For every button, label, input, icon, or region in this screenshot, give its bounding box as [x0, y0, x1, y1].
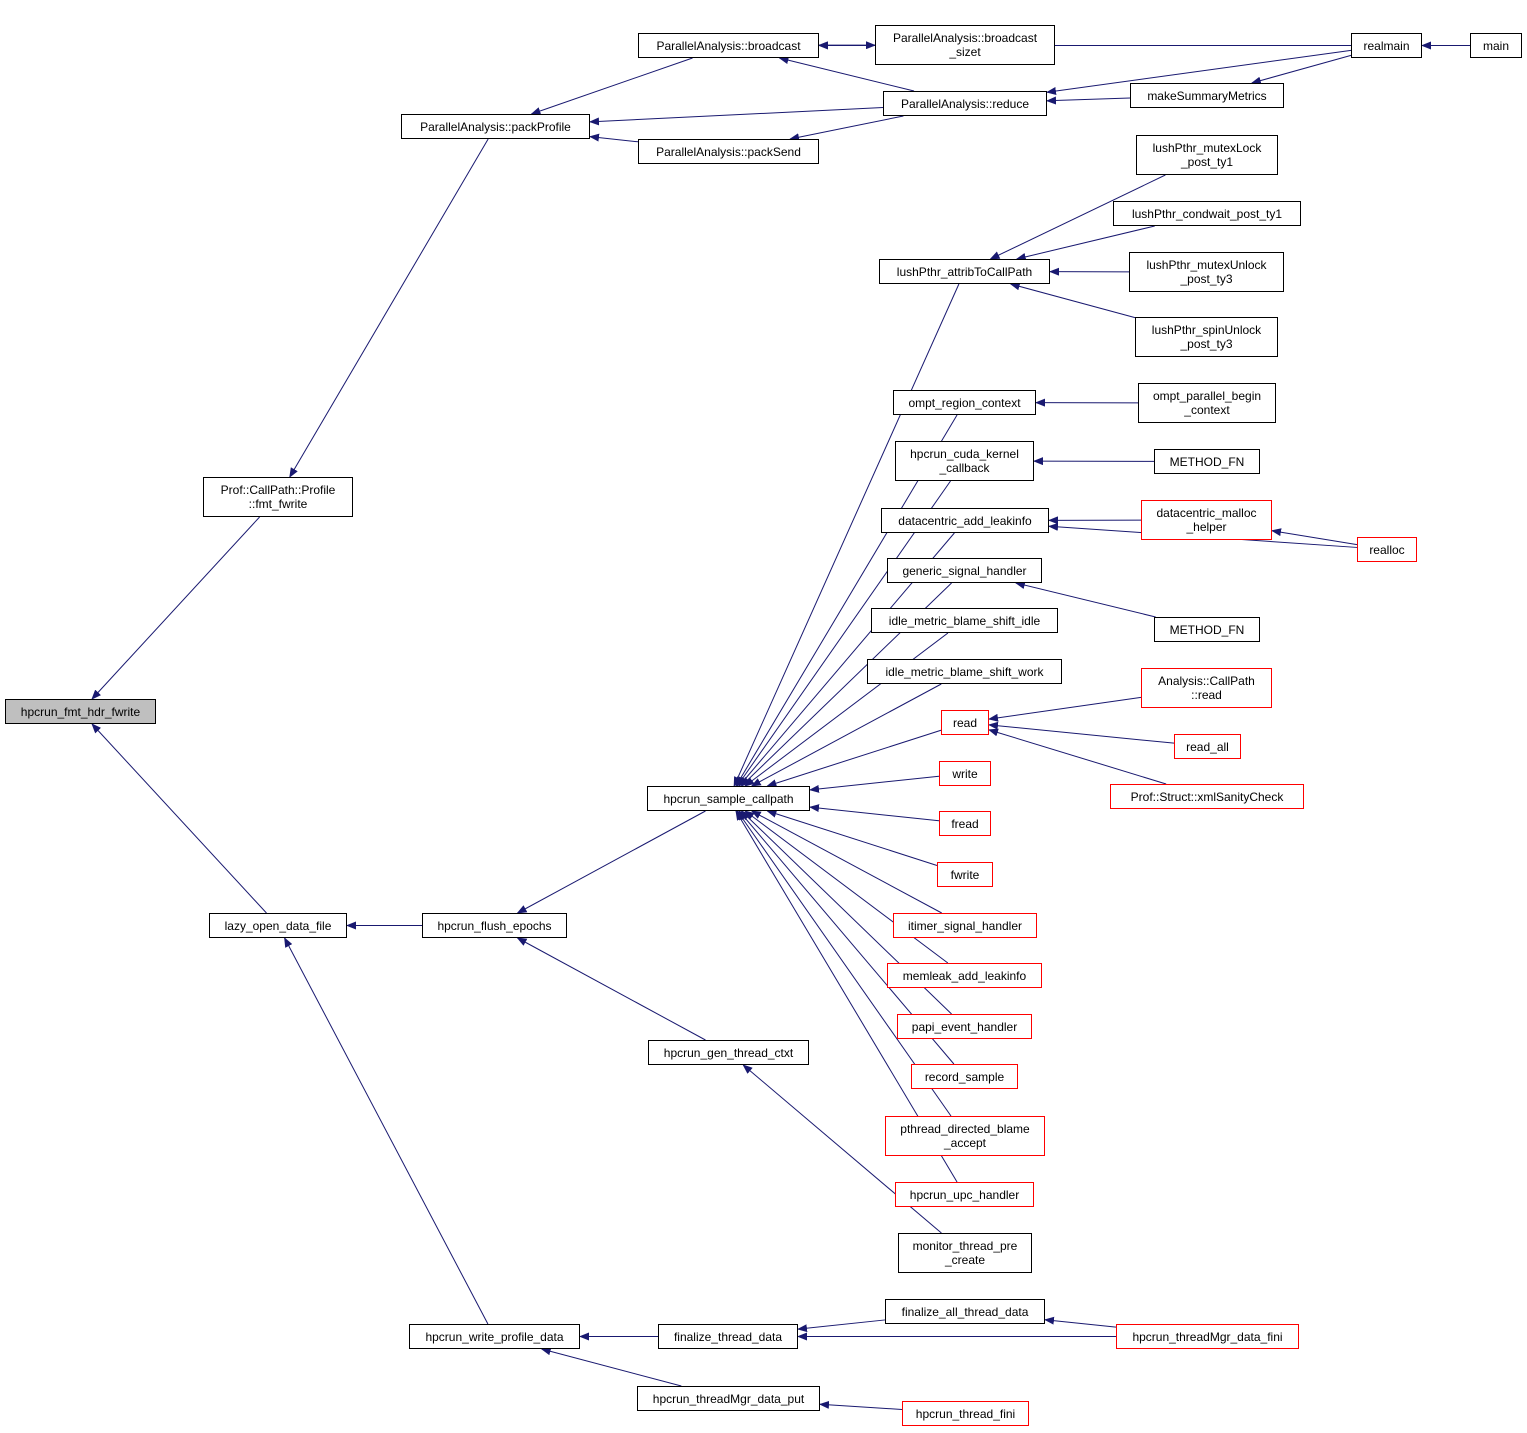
- node-xmlsanity[interactable]: Prof::Struct::xmlSanityCheck: [1110, 784, 1304, 809]
- node-record-sample[interactable]: record_sample: [911, 1064, 1018, 1089]
- edge-blame_work-to-sample_callpath: [750, 683, 942, 787]
- edge-gen_thread_ctxt-to-flush_epochs: [516, 937, 706, 1041]
- node-generic-signal[interactable]: generic_signal_handler: [887, 558, 1042, 583]
- node-packsend[interactable]: ParallelAnalysis::packSend: [638, 139, 819, 164]
- edge-reduce-to-packSend: [789, 115, 904, 142]
- node-fmt-fwrite[interactable]: Prof::CallPath::Profile ::fmt_fwrite: [203, 477, 353, 517]
- node-upc-handler[interactable]: hpcrun_upc_handler: [895, 1182, 1034, 1207]
- edge-broadcast-to-packProfile: [530, 57, 693, 115]
- node-gen-thread-ctxt[interactable]: hpcrun_gen_thread_ctxt: [648, 1040, 809, 1065]
- node-read[interactable]: read: [941, 710, 989, 735]
- edge-read_all-to-read: [988, 721, 1175, 744]
- node-write[interactable]: write: [939, 761, 991, 786]
- edge-write-to-sample_callpath: [809, 775, 940, 793]
- node-mutexlock[interactable]: lushPthr_mutexLock _post_ty1: [1136, 135, 1278, 175]
- node-fwrite[interactable]: fwrite: [937, 862, 993, 887]
- edge-write_profile_data-to-lazy_open_data_file: [284, 937, 489, 1325]
- node-monitor-pre-create[interactable]: monitor_thread_pre _create: [898, 1233, 1032, 1273]
- edge-realmain-to-makeSummaryMetrics: [1250, 54, 1352, 85]
- edge-packSend-to-packProfile: [589, 133, 639, 143]
- edge-packProfile-to-fmt_fwrite: [289, 138, 489, 478]
- edge-thread_fini-to-tmgr_put: [819, 1400, 903, 1410]
- edge-finalize_all-to-finalize_thread_data: [797, 1319, 886, 1333]
- edge-blame_idle-to-sample_callpath: [744, 632, 949, 787]
- node-fread[interactable]: fread: [939, 811, 991, 836]
- edge-makeSummaryMetrics-to-reduce: [1046, 96, 1131, 105]
- node-broadcast[interactable]: ParallelAnalysis::broadcast: [638, 33, 819, 58]
- node-attribtocallpath[interactable]: lushPthr_attribToCallPath: [879, 259, 1050, 284]
- node-papi[interactable]: papi_event_handler: [897, 1014, 1032, 1039]
- node-spinunlock[interactable]: lushPthr_spinUnlock _post_ty3: [1135, 317, 1278, 357]
- node-finalize-all[interactable]: finalize_all_thread_data: [885, 1299, 1045, 1324]
- edge-cp_read-to-read: [988, 696, 1142, 722]
- node-pthread-blame[interactable]: pthread_directed_blame _accept: [885, 1116, 1045, 1156]
- node-memleak[interactable]: memleak_add_leakinfo: [887, 963, 1042, 988]
- node-dc-malloc-helper[interactable]: datacentric_malloc _helper: [1141, 500, 1272, 540]
- node-method-fn1[interactable]: METHOD_FN: [1154, 449, 1260, 474]
- node-sample-callpath[interactable]: hpcrun_sample_callpath: [647, 786, 810, 811]
- edge-read-to-sample_callpath: [766, 729, 942, 788]
- edge-fmt_fwrite-to-hpcrun_fmt_hdr_fwrite: [91, 516, 260, 700]
- edge-tmgr_fini-to-finalize_all: [1044, 1316, 1117, 1328]
- node-dc-add-leakinfo[interactable]: datacentric_add_leakinfo: [881, 508, 1049, 533]
- node-thread-fini[interactable]: hpcrun_thread_fini: [902, 1401, 1029, 1426]
- node-broadcast-sizet[interactable]: ParallelAnalysis::broadcast _sizet: [875, 25, 1055, 65]
- node-flush-epochs[interactable]: hpcrun_flush_epochs: [422, 913, 567, 938]
- node-ompt-region-context[interactable]: ompt_region_context: [893, 390, 1036, 415]
- node-lazy-open-data-file[interactable]: lazy_open_data_file: [209, 913, 347, 938]
- node-packprofile[interactable]: ParallelAnalysis::packProfile: [401, 114, 590, 139]
- edge-realmain-to-reduce: [1046, 49, 1352, 95]
- edge-realloc-to-dc_malloc_helper: [1271, 528, 1358, 546]
- edge-mutexLock-to-attribToCallPath: [989, 174, 1166, 260]
- node-cuda-kernel[interactable]: hpcrun_cuda_kernel _callback: [895, 441, 1034, 481]
- node-tmgr-fini[interactable]: hpcrun_threadMgr_data_fini: [1116, 1324, 1299, 1349]
- node-blame-work[interactable]: idle_metric_blame_shift_work: [867, 659, 1062, 684]
- edge-sample_callpath-to-flush_epochs: [516, 810, 706, 914]
- edge-tmgr_put-to-write_profile_data: [540, 1347, 682, 1387]
- edge-lazy_open_data_file-to-hpcrun_fmt_hdr_fwrite: [91, 723, 267, 914]
- edge-method_fn2-to-generic_signal: [1014, 581, 1156, 618]
- edge-reduce-to-packProfile: [589, 107, 884, 126]
- node-ompt-parallel-begin[interactable]: ompt_parallel_begin _context: [1138, 383, 1276, 423]
- node-read-all[interactable]: read_all: [1174, 734, 1241, 759]
- edge-fwrite-to-sample_callpath: [766, 809, 938, 866]
- node-realmain[interactable]: realmain: [1351, 33, 1422, 58]
- node-hpcrun-fmt-hdr-fwrite[interactable]: hpcrun_fmt_hdr_fwrite: [5, 699, 156, 724]
- node-realloc[interactable]: realloc: [1357, 537, 1417, 562]
- node-write-profile-data[interactable]: hpcrun_write_profile_data: [409, 1324, 580, 1349]
- node-makesummarymetrics[interactable]: makeSummaryMetrics: [1130, 83, 1284, 108]
- node-mutexunlock[interactable]: lushPthr_mutexUnlock _post_ty3: [1129, 252, 1284, 292]
- edge-attribToCallPath-to-sample_callpath: [733, 283, 960, 787]
- edge-spinUnlock-to-attribToCallPath: [1009, 282, 1136, 319]
- edge-xmlSanity-to-read: [988, 728, 1167, 785]
- node-reduce[interactable]: ParallelAnalysis::reduce: [883, 91, 1047, 116]
- node-blame-idle[interactable]: idle_metric_blame_shift_idle: [871, 608, 1058, 633]
- node-itimer[interactable]: itimer_signal_handler: [893, 913, 1037, 938]
- node-finalize-thread-data[interactable]: finalize_thread_data: [658, 1324, 798, 1349]
- edge-memleak-to-sample_callpath: [744, 810, 949, 964]
- edge-reduce-to-broadcast: [778, 56, 915, 92]
- node-method-fn2[interactable]: METHOD_FN: [1154, 617, 1260, 642]
- node-main[interactable]: main: [1470, 33, 1522, 58]
- edge-itimer-to-sample_callpath: [750, 810, 942, 914]
- node-condwait[interactable]: lushPthr_condwait_post_ty1: [1113, 201, 1301, 226]
- node-cp-read[interactable]: Analysis::CallPath ::read: [1141, 668, 1272, 708]
- node-tmgr-put[interactable]: hpcrun_threadMgr_data_put: [637, 1386, 820, 1411]
- edge-condwait-to-attribToCallPath: [1015, 225, 1155, 261]
- edge-fread-to-sample_callpath: [809, 804, 940, 822]
